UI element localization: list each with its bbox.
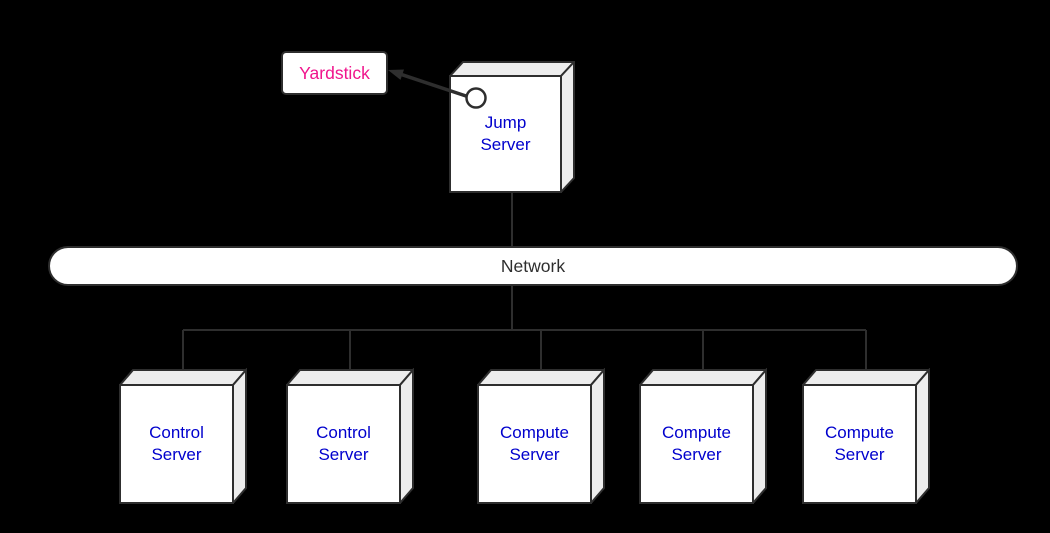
yardstick-label: Yardstick xyxy=(299,62,370,83)
box-top-face xyxy=(477,369,605,386)
compute-server-2-box-shape xyxy=(639,368,767,504)
server-label-line2: Server xyxy=(671,445,722,464)
server-label-line1: Control xyxy=(149,423,204,442)
compute-server-1-label: Compute Server xyxy=(478,385,591,503)
jump-server-node: Jump Server xyxy=(449,61,575,193)
control-server-1-box-shape xyxy=(119,368,247,504)
box-top-face xyxy=(802,369,930,386)
compute-server-3-label: Compute Server xyxy=(803,385,916,503)
network-node: Network xyxy=(48,246,1018,286)
control-server-2-node: Control Server xyxy=(286,368,414,504)
box-front-face xyxy=(802,384,917,504)
box-right-face xyxy=(915,368,930,504)
server-label-line1: Compute xyxy=(662,423,731,442)
control-server-2-box-shape xyxy=(286,368,414,504)
box-front-face xyxy=(477,384,592,504)
box-right-face xyxy=(399,368,414,504)
compute-server-3-box-shape xyxy=(802,368,930,504)
box-top-face xyxy=(639,369,767,386)
server-label-line1: Compute xyxy=(825,423,894,442)
server-label-line2: Server xyxy=(318,445,369,464)
server-label-line2: Server xyxy=(509,445,560,464)
compute-server-2-node: Compute Server xyxy=(639,368,767,504)
box-top-face xyxy=(449,61,575,77)
yardstick-node: Yardstick xyxy=(281,51,388,95)
jump-server-label: Jump Server xyxy=(450,76,561,192)
compute-server-1-node: Compute Server xyxy=(477,368,605,504)
box-top-face xyxy=(119,369,247,386)
box-right-face xyxy=(590,368,605,504)
jump-server-label-line1: Jump xyxy=(484,113,527,132)
control-server-1-node: Control Server xyxy=(119,368,247,504)
box-right-face xyxy=(232,368,247,504)
box-right-face xyxy=(752,368,767,504)
box-front-face xyxy=(639,384,754,504)
jump-server-label-line2: Server xyxy=(480,135,531,154)
server-label-line1: Control xyxy=(316,423,371,442)
server-label-line1: Compute xyxy=(500,423,569,442)
box-right-face xyxy=(560,61,575,193)
compute-server-3-node: Compute Server xyxy=(802,368,930,504)
control-server-2-label: Control Server xyxy=(287,385,400,503)
network-label: Network xyxy=(500,255,566,276)
box-front-face xyxy=(119,384,234,504)
arrowhead-icon xyxy=(388,69,404,80)
compute-server-2-label: Compute Server xyxy=(640,385,753,503)
compute-server-1-box-shape xyxy=(477,368,605,504)
control-server-1-label: Control Server xyxy=(120,385,233,503)
box-front-face xyxy=(286,384,401,504)
box-top-face xyxy=(286,369,414,386)
server-label-line2: Server xyxy=(151,445,202,464)
server-label-line2: Server xyxy=(834,445,885,464)
